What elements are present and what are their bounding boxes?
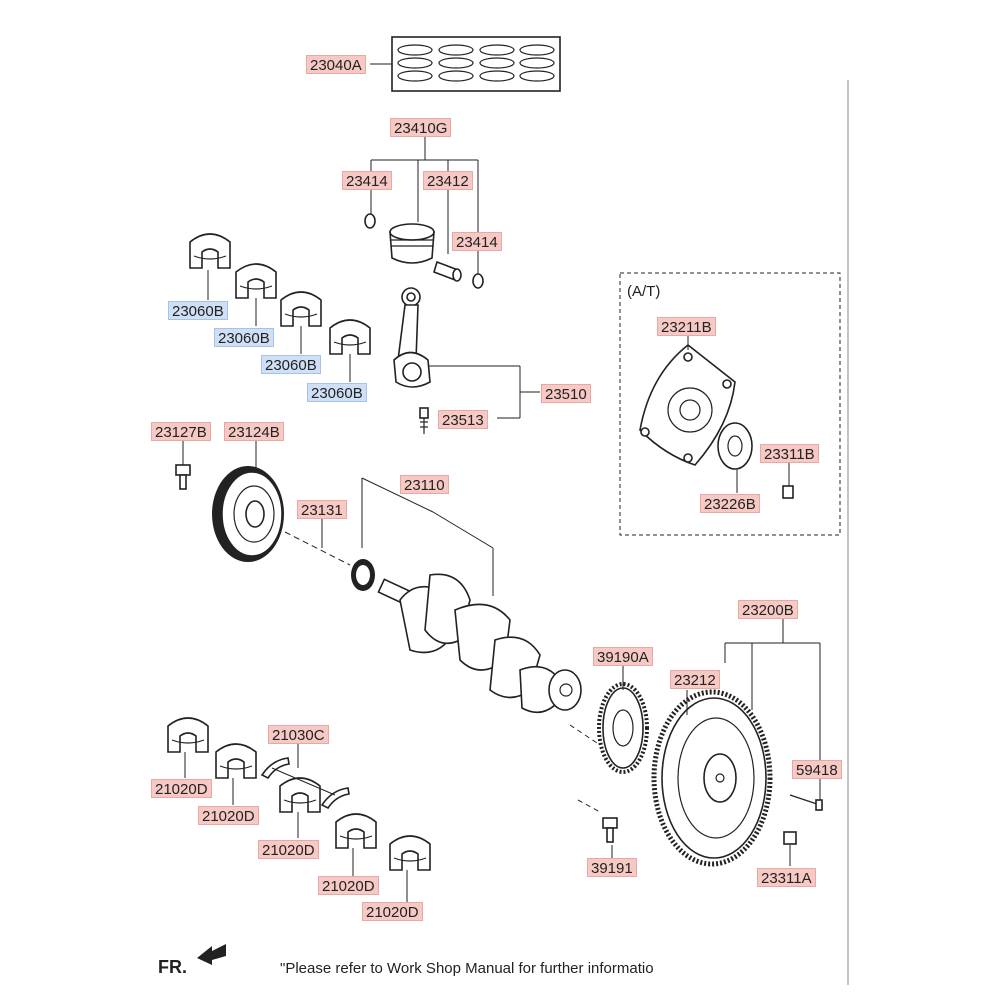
label-21020D-4[interactable]: 21020D <box>318 876 379 895</box>
dowel-pin[interactable] <box>789 794 823 811</box>
ring-gear-plate[interactable] <box>597 682 649 774</box>
label-23211B[interactable]: 23211B <box>657 317 716 336</box>
label-23060B-3[interactable]: 23060B <box>261 355 321 374</box>
label-21020D-5[interactable]: 21020D <box>362 902 423 921</box>
pulley-bolt[interactable] <box>175 464 191 490</box>
label-39190A[interactable]: 39190A <box>593 647 653 666</box>
label-23124B[interactable]: 23124B <box>224 422 284 441</box>
drive-plate[interactable] <box>639 343 736 466</box>
front-oil-seal[interactable] <box>351 559 375 591</box>
label-23311A[interactable]: 23311A <box>757 868 816 887</box>
label-23200B[interactable]: 23200B <box>738 600 798 619</box>
label-39191[interactable]: 39191 <box>587 858 637 877</box>
crankshaft[interactable] <box>377 573 582 714</box>
snap-ring-left[interactable] <box>364 213 376 229</box>
thrust-washers[interactable] <box>260 757 350 810</box>
front-arrow-icon <box>197 944 226 965</box>
piston-ring-set[interactable] <box>391 36 561 92</box>
adapter-plate[interactable] <box>717 422 753 470</box>
label-23226B[interactable]: 23226B <box>700 494 760 513</box>
footnote: "Please refer to Work Shop Manual for fu… <box>280 960 654 977</box>
main-bearing-set[interactable] <box>167 717 431 871</box>
label-23040A[interactable]: 23040A <box>306 55 366 74</box>
label-23131[interactable]: 23131 <box>297 500 347 519</box>
label-21030C[interactable]: 21030C <box>268 725 329 744</box>
label-23410G[interactable]: 23410G <box>390 118 452 137</box>
snap-ring-right[interactable] <box>472 273 484 289</box>
label-23414-right[interactable]: 23414 <box>452 232 502 251</box>
label-21020D-3[interactable]: 21020D <box>258 840 319 859</box>
flywheel-bolt[interactable] <box>783 831 797 845</box>
label-23412[interactable]: 23412 <box>423 171 473 190</box>
connecting-rod[interactable] <box>393 287 431 388</box>
front-label: FR. <box>158 957 187 977</box>
label-23127B[interactable]: 23127B <box>151 422 211 441</box>
label-23212[interactable]: 23212 <box>670 670 720 689</box>
label-23414-left[interactable]: 23414 <box>342 171 392 190</box>
label-23060B-4[interactable]: 23060B <box>307 383 367 402</box>
at-group-label: (A/T) <box>627 283 661 300</box>
label-23060B-2[interactable]: 23060B <box>214 328 274 347</box>
conrod-bolt[interactable] <box>419 407 429 434</box>
label-21020D-2[interactable]: 21020D <box>198 806 259 825</box>
flexplate-bolt[interactable] <box>602 817 618 843</box>
label-23311B[interactable]: 23311B <box>760 444 819 463</box>
label-59418[interactable]: 59418 <box>792 760 842 779</box>
label-23510[interactable]: 23510 <box>541 384 591 403</box>
piston-pin[interactable] <box>433 260 462 282</box>
conrod-bearing-set[interactable] <box>189 233 371 355</box>
label-23513[interactable]: 23513 <box>438 410 488 429</box>
label-21020D-1[interactable]: 21020D <box>151 779 212 798</box>
label-23060B-1[interactable]: 23060B <box>168 301 228 320</box>
piston[interactable] <box>389 223 435 264</box>
drive-plate-bolt[interactable] <box>782 485 794 499</box>
label-23110[interactable]: 23110 <box>400 475 449 494</box>
crankshaft-pulley[interactable] <box>212 466 284 562</box>
flywheel-assembly[interactable] <box>651 689 773 867</box>
at-group-box <box>619 272 841 536</box>
